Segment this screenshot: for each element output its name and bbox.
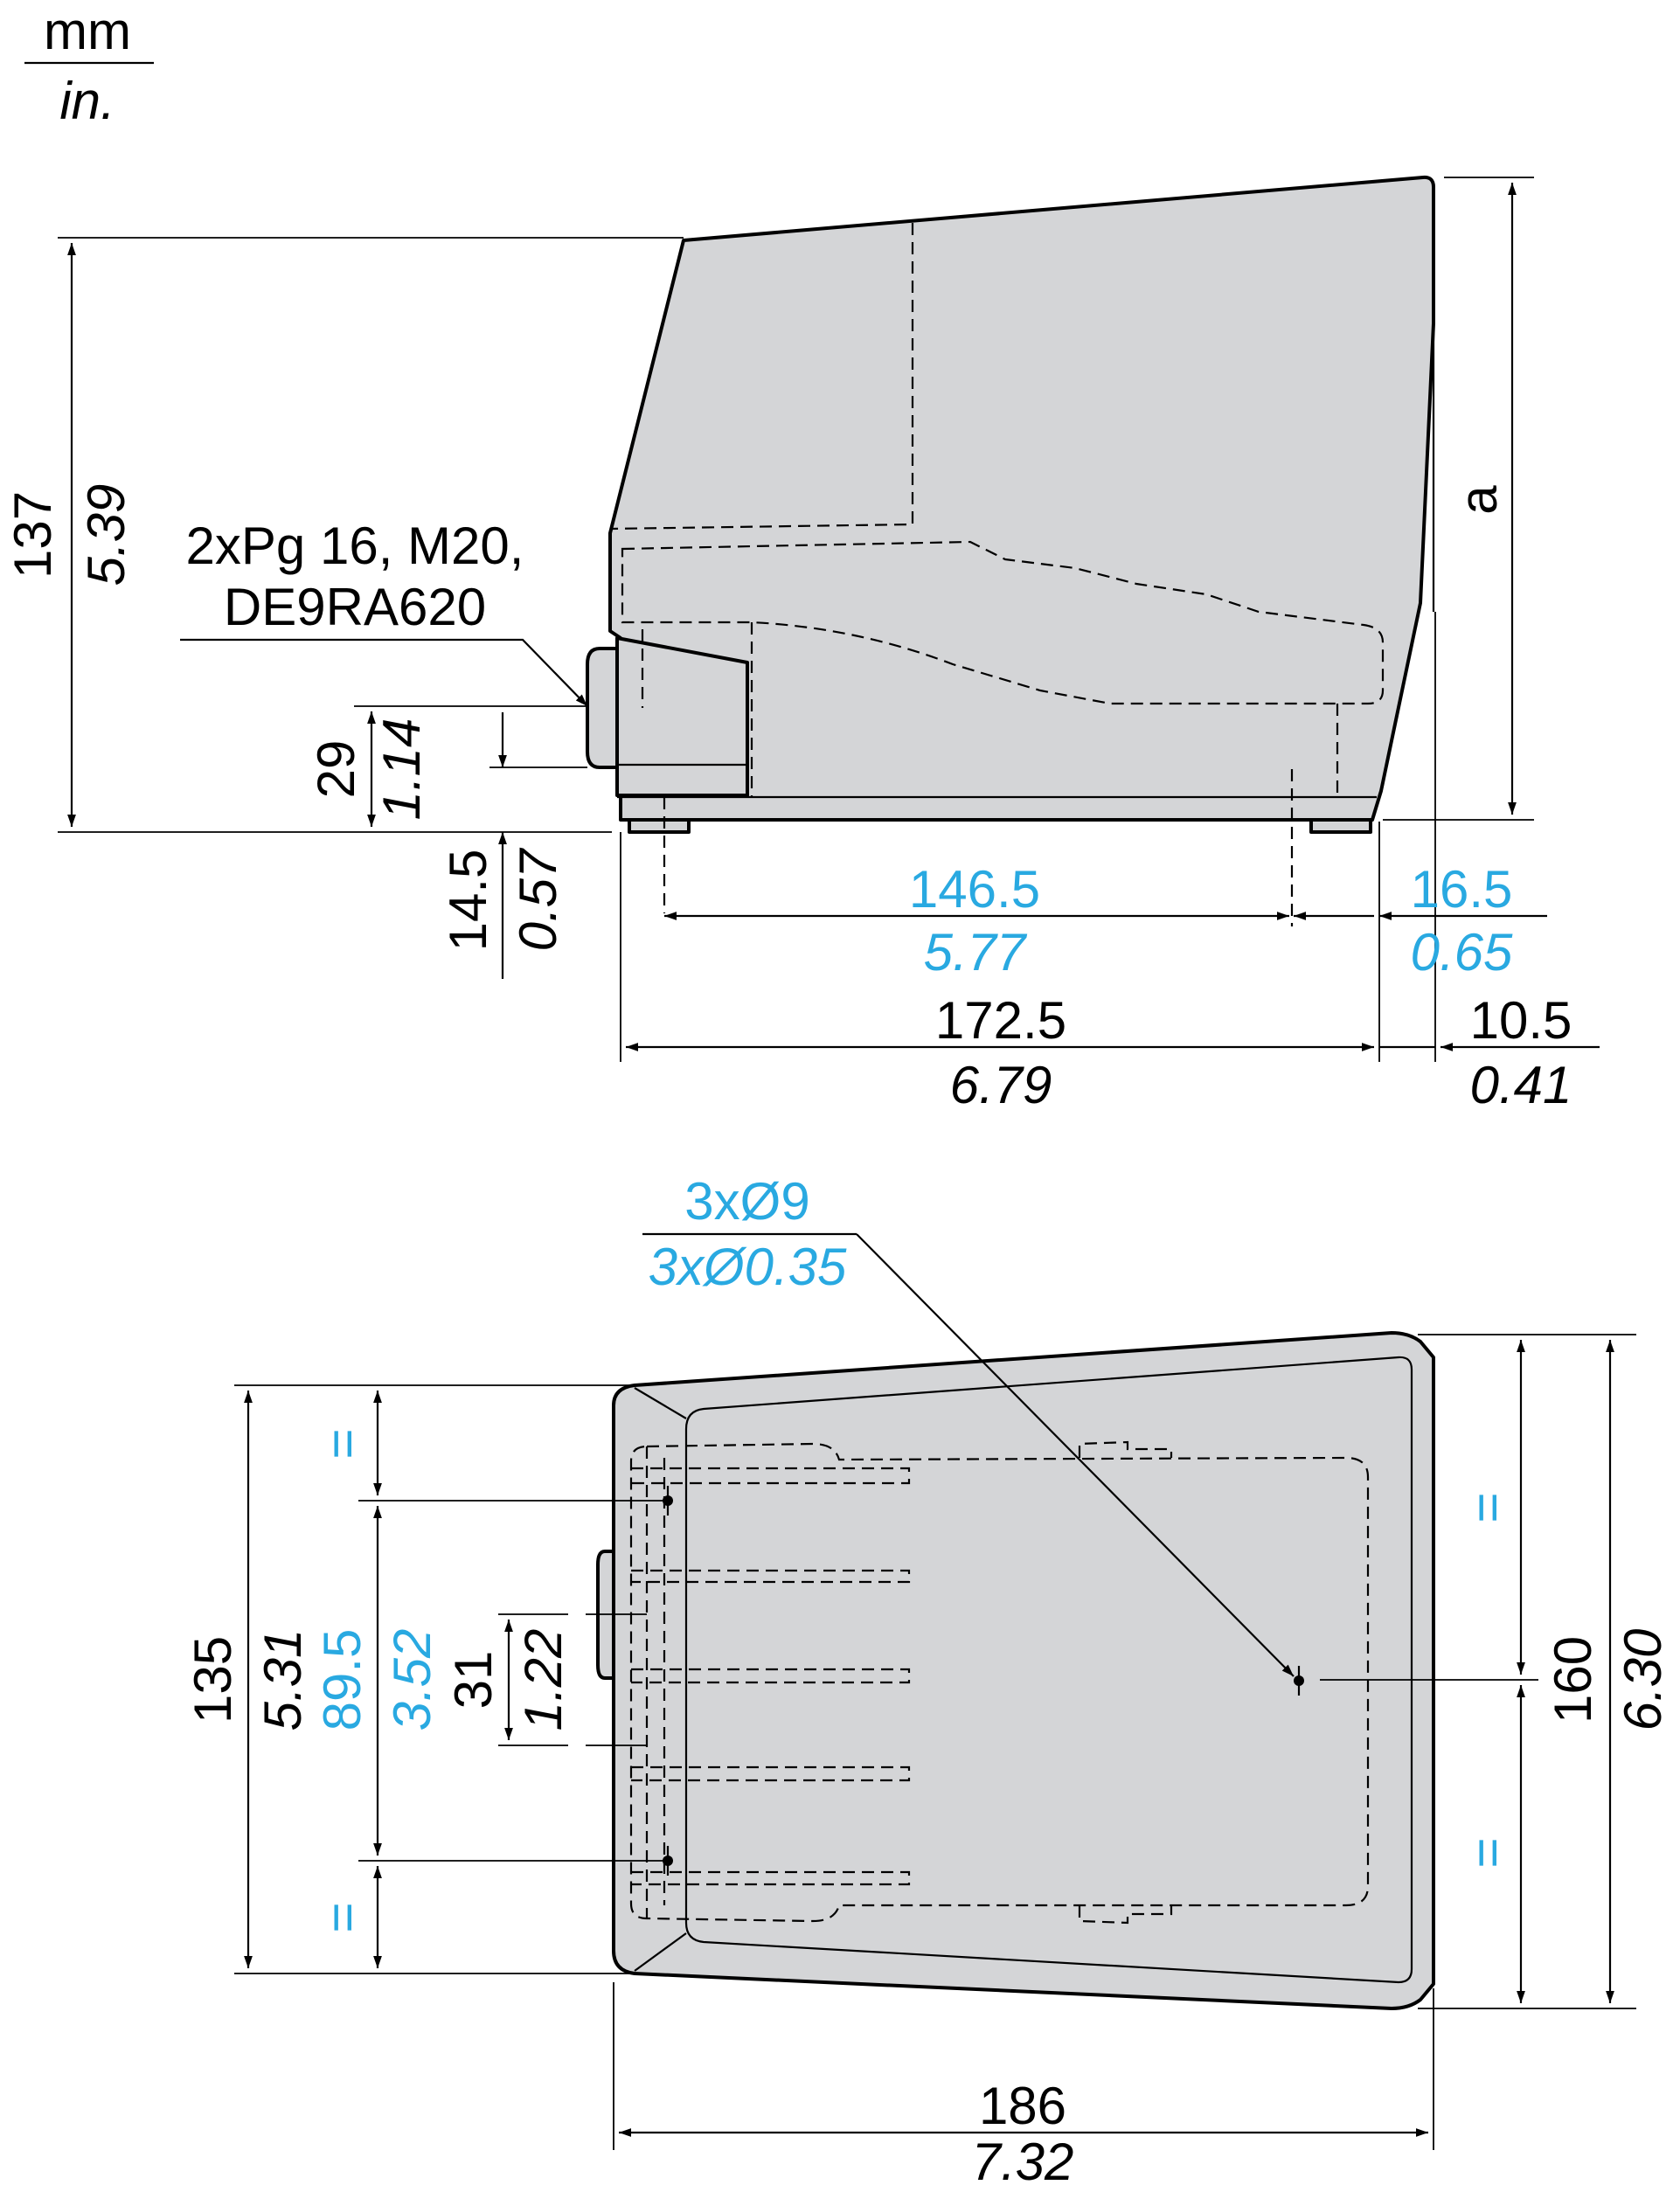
entry-width-mm: 31 xyxy=(444,1651,503,1710)
pedal-overhang-mm: 10.5 xyxy=(1470,991,1572,1050)
rear-width-in: 5.31 xyxy=(253,1629,312,1731)
equal-mark-top-left: = xyxy=(313,1428,371,1459)
note-leader xyxy=(180,638,588,707)
variable-height-label: a xyxy=(1449,485,1508,515)
length-top-in: 7.32 xyxy=(972,2133,1074,2185)
top-hidden-frame xyxy=(629,1442,1370,1923)
note-line-2: DE9RA620 xyxy=(224,578,486,636)
units-legend: mm in. xyxy=(24,2,154,130)
equal-mark-bottom-right: = xyxy=(1458,1837,1517,1868)
note-line-1: 2xPg 16, M20, xyxy=(186,517,524,575)
top-housing-outline xyxy=(612,1331,1435,2010)
holes-leader xyxy=(856,1233,1295,1677)
rear-overhang-in: 0.65 xyxy=(1411,923,1513,982)
front-width-in: 6.30 xyxy=(1614,1629,1672,1731)
feet-spacing-mm: 146.5 xyxy=(909,860,1040,919)
length-top-mm: 186 xyxy=(979,2077,1066,2135)
cable-gland xyxy=(586,647,619,769)
entry-height-in: 1.14 xyxy=(372,718,431,821)
hole-spacing-in: 3.52 xyxy=(383,1629,441,1731)
hole-spacing-mm: 89.5 xyxy=(313,1629,371,1731)
top-inner-outline xyxy=(684,1356,1413,1984)
side-hidden-upper xyxy=(611,223,1385,705)
equal-mark-top-right: = xyxy=(1458,1492,1517,1523)
top-bevel-lines xyxy=(634,1387,687,1972)
entry-height-mm: 29 xyxy=(307,740,365,799)
side-view: 137 5.39 2xPg 16, M20, DE9RA620 29 1.14 … xyxy=(3,175,1600,1114)
cable-entry-block xyxy=(615,636,749,797)
front-width-mm: 160 xyxy=(1544,1636,1602,1724)
equal-mark-bottom-left: = xyxy=(313,1902,371,1932)
top-view: 3xØ9 3xØ0.35 135 5.31 = = 89.5 3.52 31 1… xyxy=(184,1172,1672,2185)
units-primary: mm xyxy=(44,2,131,60)
top-hidden-tabs xyxy=(645,1440,1173,1925)
holes-in: 3xØ0.35 xyxy=(649,1238,847,1296)
entry-offset-mm: 14.5 xyxy=(439,850,497,952)
rear-overhang-mm: 16.5 xyxy=(1411,860,1513,919)
units-secondary: in. xyxy=(59,72,115,130)
feet-spacing-in: 5.77 xyxy=(924,923,1028,982)
side-hidden-lower xyxy=(641,622,1339,926)
pedal-overhang-in: 0.41 xyxy=(1470,1056,1572,1114)
entry-width-in: 1.22 xyxy=(514,1629,573,1731)
height-total-in: 5.39 xyxy=(77,484,135,586)
mounting-hole-3 xyxy=(1294,1675,1304,1686)
side-foot-left xyxy=(628,818,691,834)
entry-offset-in: 0.57 xyxy=(509,847,567,951)
holes-mm: 3xØ9 xyxy=(684,1172,809,1231)
length-side-mm: 172.5 xyxy=(935,991,1066,1050)
length-side-in: 6.79 xyxy=(950,1056,1052,1114)
rear-width-mm: 135 xyxy=(184,1636,242,1724)
side-foot-right xyxy=(1309,818,1372,834)
height-total-mm: 137 xyxy=(3,491,62,579)
